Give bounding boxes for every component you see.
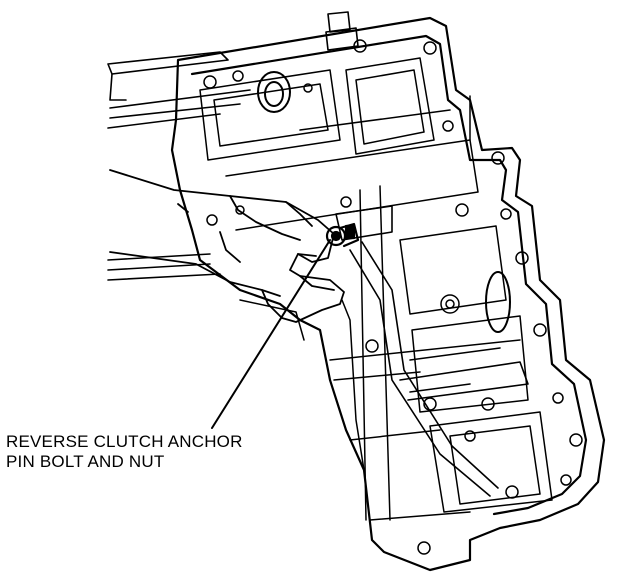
hand-illustration [109, 169, 345, 323]
callout-leader-line [211, 239, 331, 429]
anchor-pin-callout: REVERSE CLUTCH ANCHOR PIN BOLT AND NUT [6, 432, 243, 472]
case-internal-ribs [199, 57, 553, 521]
servo-bore [257, 71, 511, 333]
transmission-case-outline [170, 16, 606, 572]
callout-line-2: PIN BOLT AND NUT [6, 452, 165, 471]
callout-line-1: REVERSE CLUTCH ANCHOR [6, 432, 243, 451]
case-extension-rails [107, 51, 251, 281]
reverse-band-strut [335, 205, 529, 497]
anchor-pin-bolt-nut [325, 222, 360, 248]
case-bolt-holes [203, 39, 583, 555]
